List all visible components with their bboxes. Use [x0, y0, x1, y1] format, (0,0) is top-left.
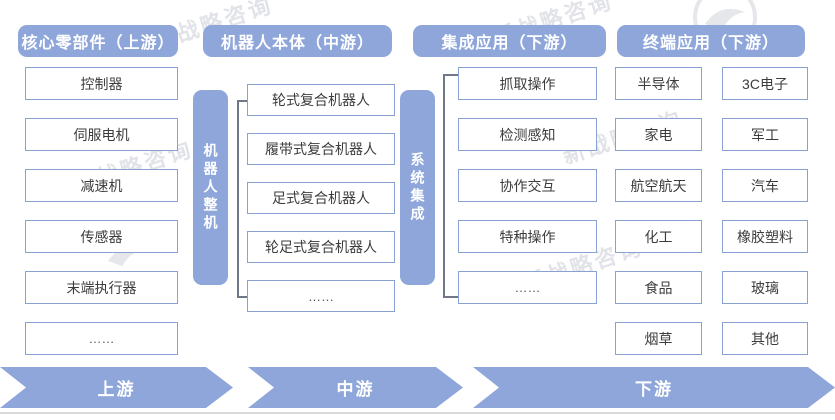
integration-box-grasping: 抓取操作 [458, 67, 597, 100]
terminal-box-home-appliance: 家电 [615, 118, 702, 151]
terminal-box-semiconductor: 半导体 [615, 67, 702, 100]
header-robot-body: 机器人本体（中游） [203, 25, 392, 57]
bracket-robot-body-top-stub [237, 100, 247, 102]
bracket-integration [443, 74, 445, 297]
bracket-integration-top-stub [443, 74, 458, 76]
integration-box-special-ops: 特种操作 [458, 220, 597, 253]
terminal-box-tobacco: 烟草 [615, 322, 702, 355]
header-core-components: 核心零部件（上游） [18, 25, 178, 57]
bracket-integration-bottom-stub [443, 296, 458, 298]
bracket-robot-body-bottom-stub [237, 296, 247, 298]
bar-system-integration: 系统集成 [400, 90, 435, 285]
integration-box-collaboration: 协作交互 [458, 169, 597, 202]
terminal-box-aerospace: 航空航天 [615, 169, 702, 202]
flow-arrow-upstream: 上游 [0, 367, 233, 408]
terminal-box-rubber-plastic: 橡胶塑料 [722, 220, 808, 253]
upstream-box-reducer: 减速机 [25, 169, 178, 202]
upstream-box-controller: 控制器 [25, 67, 178, 100]
terminal-box-chemical: 化工 [615, 220, 702, 253]
body-box-legged: 足式复合机器人 [247, 182, 395, 214]
header-terminal-application: 终端应用（下游） [617, 25, 805, 57]
flow-arrow-midstream: 中游 [248, 367, 463, 408]
body-box-wheeled: 轮式复合机器人 [247, 84, 395, 116]
flow-arrow-downstream: 下游 [473, 367, 835, 408]
upstream-box-ellipsis: …… [25, 322, 178, 355]
terminal-box-3c-electronics: 3C电子 [722, 67, 808, 100]
upstream-box-end-effector: 末端执行器 [25, 271, 178, 304]
bar-robot-whole-machine: 机器人整机 [193, 90, 228, 285]
header-integrated-application: 集成应用（下游） [413, 25, 606, 57]
integration-box-detection: 检测感知 [458, 118, 597, 151]
terminal-box-food: 食品 [615, 271, 702, 304]
bracket-robot-body [237, 100, 239, 297]
bottom-divider-line [0, 412, 835, 414]
body-box-tracked: 履带式复合机器人 [247, 133, 395, 165]
terminal-box-glass: 玻璃 [722, 271, 808, 304]
upstream-box-servo-motor: 伺服电机 [25, 118, 178, 151]
terminal-box-military: 军工 [722, 118, 808, 151]
integration-box-ellipsis: …… [458, 271, 597, 304]
upstream-box-sensor: 传感器 [25, 220, 178, 253]
terminal-box-automotive: 汽车 [722, 169, 808, 202]
body-box-wheel-legged: 轮足式复合机器人 [247, 231, 395, 263]
terminal-box-other: 其他 [722, 322, 808, 355]
body-box-ellipsis: …… [247, 280, 395, 312]
